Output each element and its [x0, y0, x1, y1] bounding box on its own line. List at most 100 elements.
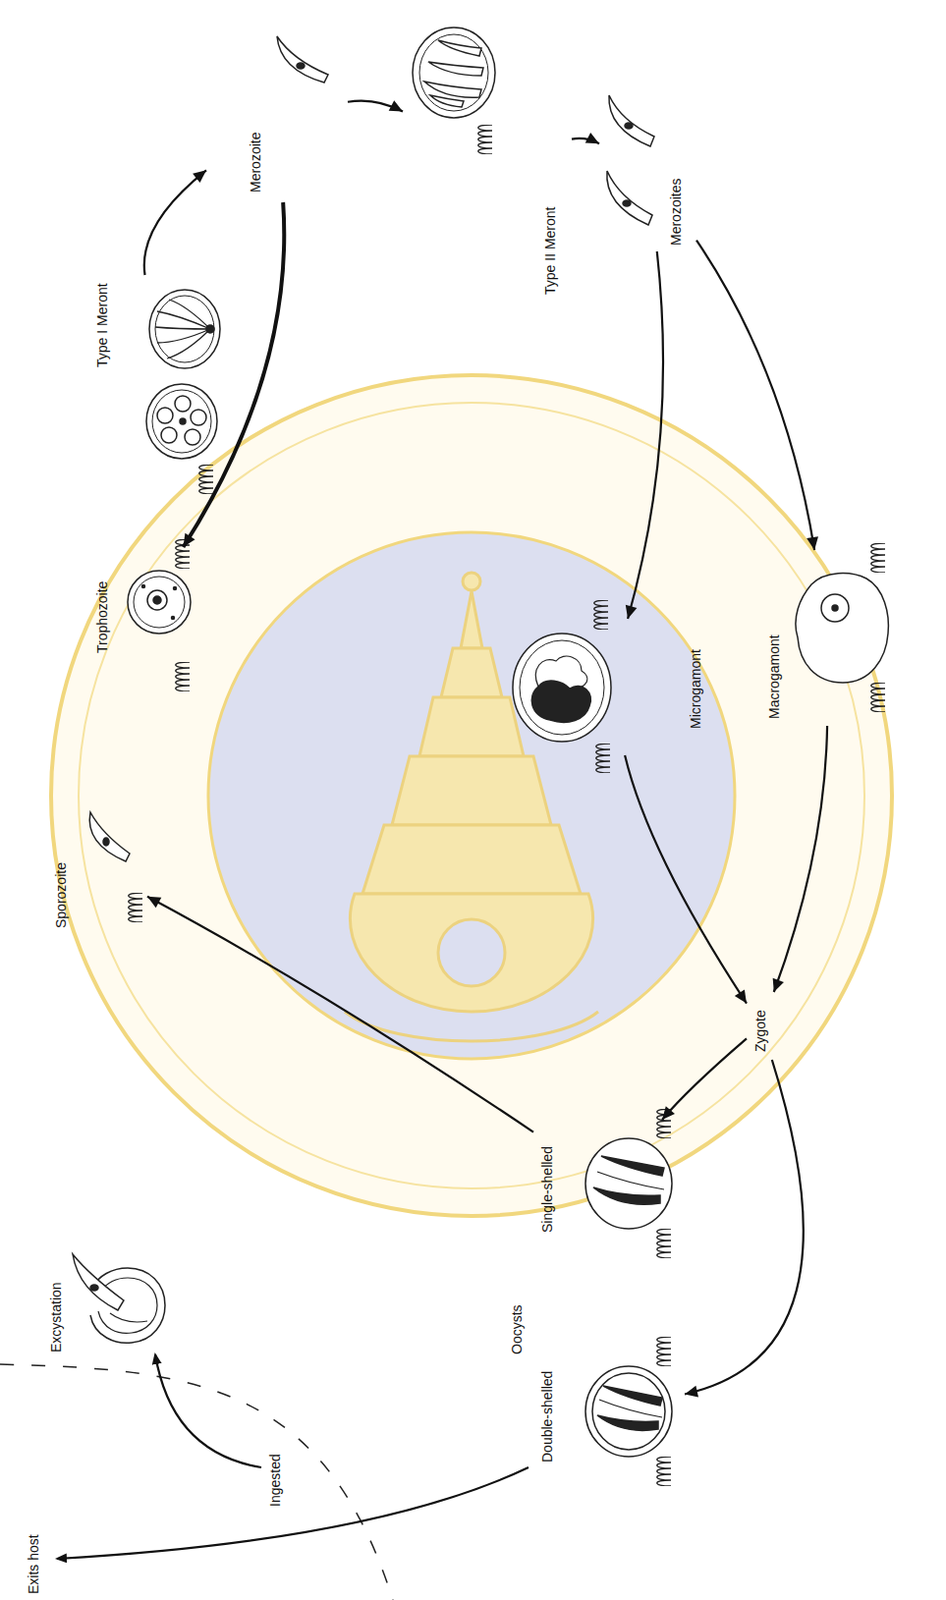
arrow-head-to [585, 132, 600, 144]
stage-label: Merozoites [667, 178, 685, 246]
type-one-meront-figure-part [149, 289, 221, 369]
type-one-meront-figure-part [155, 295, 215, 363]
single-shelled-oocyst-figure-part [593, 1187, 661, 1205]
illustration-part-part [460, 591, 483, 649]
watermark-emblem-part [78, 402, 865, 1189]
trophozoite-figure [127, 539, 191, 692]
type-two-meront-figure-part [478, 124, 493, 155]
trophozoite-figure-part [127, 570, 191, 634]
excystation-figure-part [110, 1313, 148, 1323]
microgamont-figure-part [512, 633, 612, 742]
stage-node: Zygote [748, 994, 775, 1058]
cycle-arrow [144, 169, 207, 276]
sporozoite-figure [89, 812, 143, 923]
macrogamont-figure-part [871, 682, 886, 713]
macrogamont-figure [795, 543, 889, 713]
illustration-part-part [349, 893, 593, 1012]
stage-node: Single-shelled [535, 1121, 683, 1245]
type-two-meront-figure-part [419, 34, 489, 112]
arrow-head-to [625, 605, 638, 619]
watermark-emblem-part [51, 375, 892, 1217]
cycle-arrow [347, 101, 403, 112]
cycle-arrow [624, 755, 747, 1004]
note-label: Exits host [25, 1534, 43, 1595]
trophozoite-figure-part [173, 587, 177, 591]
merozoite-figure-part [277, 36, 329, 83]
arrow-head-to [192, 169, 207, 183]
stage-node: Type I Meront [90, 277, 228, 466]
arrow-head-to [182, 533, 195, 548]
excystation-figure-part [90, 1284, 99, 1291]
merozoites-figure-part [622, 200, 631, 207]
stage-label: Double-shelled [539, 1371, 557, 1463]
stage-label: Microgamont [687, 649, 705, 729]
stage-label: Type I Meront [94, 282, 112, 368]
type-one-meront-figure-part [174, 395, 191, 412]
type-two-meront-figure-part [430, 95, 464, 108]
ingested-arrow-part [155, 1354, 262, 1468]
double-shelled-oocyst-figure-part [603, 1386, 663, 1406]
type-one-meront-figure-part [152, 389, 212, 453]
sporozoite-figure-part [103, 837, 110, 846]
merozoite-figure [277, 36, 329, 83]
note-label: Oocysts [508, 1304, 526, 1355]
sporozoite-figure-part [89, 812, 130, 862]
cycle-arrow [147, 896, 534, 1133]
stage-node: Sporozoite [47, 806, 146, 933]
watermark-emblem [51, 375, 892, 1217]
single-shelled-oocyst-figure [585, 1109, 672, 1259]
double-shelled-oocyst-figure [585, 1336, 672, 1487]
arrow-head-to [684, 1386, 699, 1398]
stage-label: Merozoite [247, 132, 265, 193]
stage-node: Merozoite [208, 27, 346, 201]
macrogamont-figure-part [871, 543, 886, 573]
note-label: Ingested [267, 1453, 284, 1507]
cycle-arrow [182, 202, 284, 548]
type-one-meront-figure-part [146, 384, 218, 459]
stage-node: Trophozoite [90, 549, 204, 660]
illustration-part-part [362, 825, 581, 894]
stage-label: Sporozoite [53, 862, 70, 929]
microgamont-figure [512, 600, 612, 774]
single-shelled-oocyst-figure-part [601, 1156, 665, 1176]
trophozoite-figure-part [147, 590, 167, 611]
type-one-meront-figure-part [199, 464, 214, 495]
macrogamont-figure-part [832, 605, 838, 612]
type-one-meront-figure-part [179, 418, 186, 425]
trophozoite-figure-part [175, 662, 190, 692]
type-two-meront-figure-part [412, 27, 496, 118]
merozoites-figure-part [607, 170, 653, 225]
merozoites-figure-part [624, 122, 633, 129]
macrogamont-figure-part [795, 573, 889, 683]
arrow-head-to [662, 1106, 675, 1120]
watermark-emblem-part [208, 532, 735, 1059]
stage-node: Macrogamont [762, 552, 895, 724]
double-shelled-oocyst-figure-part [597, 1415, 659, 1431]
single-shelled-oocyst-figure-part [585, 1138, 672, 1229]
stage-node: Merozoites [601, 87, 695, 250]
illustration-part-part [441, 648, 502, 698]
arrow-head-to [806, 536, 819, 551]
trophozoite-figure-part [171, 616, 175, 620]
cycle-arrow [684, 1059, 804, 1394]
stage-label: Trophozoite [94, 581, 112, 654]
microgamont-figure-part [519, 640, 605, 735]
exits-host-arrow-part [56, 1467, 529, 1559]
double-shelled-oocyst-figure-part [599, 1399, 663, 1418]
stage-label: Zygote [752, 1009, 770, 1053]
cycle-arrow [696, 240, 815, 551]
host-boundary-dashed [0, 1364, 393, 1600]
illustration-part-part [391, 756, 552, 826]
cycle-arrow [774, 725, 828, 993]
double-shelled-oocyst-figure-part [657, 1456, 671, 1487]
double-shelled-oocyst-figure-part [657, 1336, 671, 1367]
stage-node: Double-shelled [535, 1349, 683, 1473]
type-two-meront-figure-part [438, 40, 482, 56]
trophozoite-figure-part [133, 576, 185, 628]
illustration-part-part [419, 697, 524, 757]
stage-label: Type II Meront [542, 207, 559, 295]
